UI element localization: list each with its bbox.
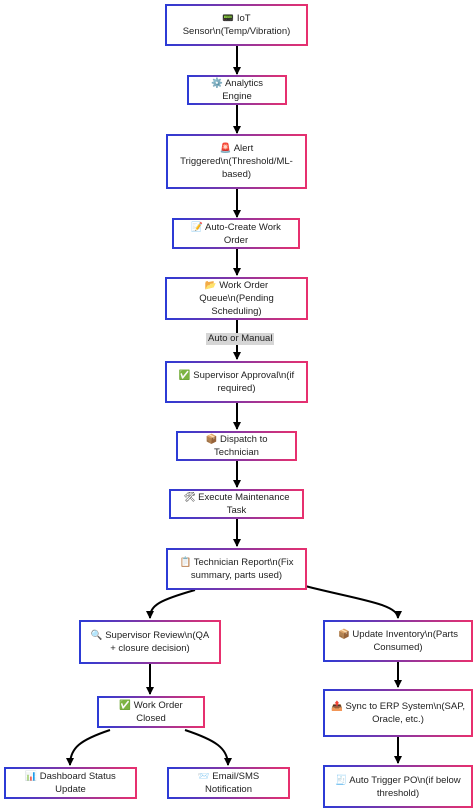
node-technician-report: 📋 Technician Report\n(Fix summary, parts… [166, 548, 307, 590]
node-sync-erp-label: 📤 Sync to ERP System\n(SAP, Oracle, etc.… [331, 701, 465, 725]
edge-closed-dashboard [66, 729, 111, 766]
node-wo-queue-label: 📂 Work Order Queue\n(Pending Scheduling) [199, 280, 274, 317]
node-execute-task: 🛠 Execute Maintenance Task [169, 489, 304, 519]
node-alert-triggered: 🚨 Alert Triggered\n(Threshold/ML-based) [166, 134, 307, 189]
node-update-inventory: 📦 Update Inventory\n(Parts Consumed) [323, 620, 473, 662]
node-auto-trigger-po-label: 🧾 Auto Trigger PO\n(if below threshold) [335, 774, 461, 799]
node-dispatch: 📦 Dispatch to Technician [176, 431, 297, 461]
edge-label-auto-or-manual: Auto or Manual [206, 333, 275, 345]
node-supervisor-review-label: 🔍 Supervisor Review\n(QA + closure decis… [90, 630, 210, 654]
node-auto-create-wo-label: 📝 Auto-Create Work Order [191, 221, 281, 246]
node-wo-closed: ✅ Work Order Closed [97, 696, 205, 728]
node-analytics-engine: ⚙️ Analytics Engine [187, 75, 287, 105]
node-dashboard-update: 📊 Dashboard Status Update [4, 767, 137, 799]
node-execute-task-label: 🛠 Execute Maintenance Task [183, 492, 290, 516]
node-supervisor-review: 🔍 Supervisor Review\n(QA + closure decis… [79, 620, 221, 664]
node-technician-report-label: 📋 Technician Report\n(Fix summary, parts… [179, 557, 294, 581]
node-email-sms-label: 📨 Email/SMS Notification [197, 771, 260, 795]
node-dispatch-label: 📦 Dispatch to Technician [205, 434, 268, 458]
node-supervisor-approval: ✅ Supervisor Approval\n(if required) [165, 361, 308, 403]
node-auto-create-wo: 📝 Auto-Create Work Order [172, 218, 300, 249]
node-analytics-engine-label: ⚙️ Analytics Engine [211, 78, 263, 102]
node-wo-queue: 📂 Work Order Queue\n(Pending Scheduling) [165, 277, 308, 320]
node-supervisor-approval-label: ✅ Supervisor Approval\n(if required) [178, 370, 295, 394]
node-wo-closed-label: ✅ Work Order Closed [119, 700, 183, 724]
edge-report-review [146, 589, 196, 619]
edge-closed-email [184, 729, 232, 766]
edge-report-inventory [304, 585, 402, 619]
node-email-sms: 📨 Email/SMS Notification [167, 767, 290, 799]
node-sync-erp: 📤 Sync to ERP System\n(SAP, Oracle, etc.… [323, 689, 473, 737]
node-dashboard-update-label: 📊 Dashboard Status Update [25, 771, 116, 795]
node-alert-triggered-label: 🚨 Alert Triggered\n(Threshold/ML-based) [180, 143, 293, 180]
node-iot-sensor-label: 📟 IoT Sensor\n(Temp/Vibration) [182, 13, 291, 37]
node-auto-trigger-po: 🧾 Auto Trigger PO\n(if below threshold) [323, 765, 473, 808]
node-update-inventory-label: 📦 Update Inventory\n(Parts Consumed) [337, 629, 459, 653]
node-iot-sensor: 📟 IoT Sensor\n(Temp/Vibration) [165, 4, 308, 46]
